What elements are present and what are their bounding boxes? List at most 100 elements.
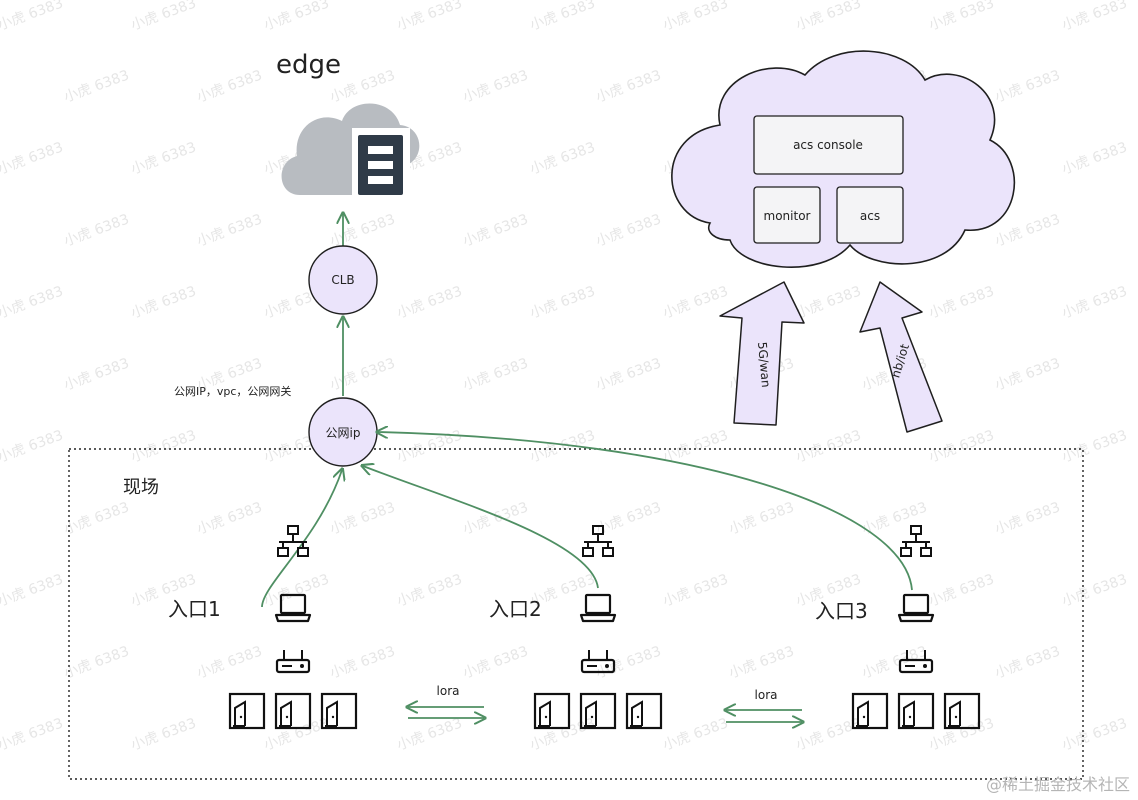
acs-box (836, 186, 904, 244)
watermark-text: 小虎 6383 (528, 0, 597, 34)
watermark-text: 小虎 6383 (794, 283, 863, 321)
acs-console-label: acs console (793, 138, 863, 152)
watermark-text: 小虎 6383 (661, 0, 730, 34)
watermark-text: 小虎 6383 (62, 67, 131, 105)
watermark-text: 小虎 6383 (62, 355, 131, 393)
entrance-1: 入口1 (168, 525, 358, 730)
entrance3-to-ip-arrow (378, 432, 913, 591)
watermark-text: 小虎 6383 (0, 139, 65, 177)
watermark-text: 小虎 6383 (0, 283, 65, 321)
lora-link-1: lora (408, 684, 484, 718)
monitor-label: monitor (764, 209, 811, 223)
entrance-3-label: 入口3 (815, 599, 868, 623)
watermark-text: 小虎 6383 (62, 643, 131, 681)
site-boundary (68, 448, 1084, 780)
watermark-text: 小虎 6383 (395, 283, 464, 321)
wan-label: 5G/wan (755, 341, 773, 388)
watermark-text: 小虎 6383 (328, 211, 397, 249)
watermark-text: 小虎 6383 (395, 715, 464, 753)
device-icon (625, 692, 663, 730)
watermark-text: 小虎 6383 (594, 499, 663, 537)
clb-node (308, 245, 378, 315)
watermark-text: 小虎 6383 (0, 715, 65, 753)
public-ip-label: 公网ip (326, 426, 361, 440)
watermark-text: 小虎 6383 (993, 211, 1062, 249)
watermark-text: 小虎 6383 (129, 0, 198, 34)
public-ip-note: 公网IP，vpc，公网网关 (174, 384, 291, 398)
watermark-text: 小虎 6383 (328, 499, 397, 537)
watermark-text: 小虎 6383 (1060, 571, 1129, 609)
watermark-text: 小虎 6383 (727, 643, 796, 681)
site-label: 现场 (123, 477, 159, 498)
watermark-text: 小虎 6383 (62, 499, 131, 537)
watermark-text: 小虎 6383 (993, 355, 1062, 393)
watermark-text: 小虎 6383 (661, 715, 730, 753)
watermark-text: 小虎 6383 (661, 427, 730, 465)
laptop-icon (897, 593, 935, 623)
clb-label: CLB (331, 273, 354, 287)
device-icon (851, 692, 889, 730)
watermark-text: 小虎 6383 (993, 67, 1062, 105)
acs-label: acs (860, 209, 880, 223)
watermark-text: 小虎 6383 (262, 571, 331, 609)
watermark-text: 小虎 6383 (594, 67, 663, 105)
watermark-text: 小虎 6383 (461, 643, 530, 681)
watermark-text: 小虎 6383 (129, 139, 198, 177)
entrance2-to-ip-arrow (363, 466, 599, 589)
watermark-text: 小虎 6383 (594, 211, 663, 249)
watermark-text: 小虎 6383 (0, 427, 65, 465)
watermark-text: 小虎 6383 (461, 355, 530, 393)
watermark-text: 小虎 6383 (1060, 0, 1129, 34)
watermark-text: 小虎 6383 (927, 0, 996, 34)
watermark-text: 小虎 6383 (1060, 283, 1129, 321)
watermark-text: 小虎 6383 (860, 643, 929, 681)
watermark-text: 小虎 6383 (0, 571, 65, 609)
lora-link-2: lora (726, 688, 802, 722)
monitor-box (753, 186, 821, 244)
watermark-text: 小虎 6383 (129, 283, 198, 321)
watermark-text: 小虎 6383 (594, 643, 663, 681)
nbiot-uplink-arrow: nb/iot (859, 281, 943, 433)
watermark-text: 小虎 6383 (927, 427, 996, 465)
device-icon (228, 692, 266, 730)
watermark-text: 小虎 6383 (129, 427, 198, 465)
watermark-text: 小虎 6383 (0, 0, 65, 34)
watermark-text: 小虎 6383 (195, 211, 264, 249)
watermark-text: 小虎 6383 (528, 427, 597, 465)
watermark-text: 小虎 6383 (461, 67, 530, 105)
watermark-text: 小虎 6383 (528, 139, 597, 177)
network-icon (900, 525, 932, 557)
watermark-text: 小虎 6383 (594, 355, 663, 393)
watermark-text: 小虎 6383 (461, 211, 530, 249)
router-icon (275, 648, 311, 674)
lora-label-1: lora (437, 684, 460, 698)
watermark-text: 小虎 6383 (195, 499, 264, 537)
watermark-text: 小虎 6383 (528, 283, 597, 321)
watermark-text: 小虎 6383 (328, 355, 397, 393)
watermark-text: 小虎 6383 (927, 715, 996, 753)
watermark-text: 小虎 6383 (328, 643, 397, 681)
watermark-text: 小虎 6383 (794, 427, 863, 465)
watermark-text: 小虎 6383 (1060, 139, 1129, 177)
lora-label-2: lora (755, 688, 778, 702)
corner-watermark: @稀土掘金技术社区 (986, 775, 1130, 794)
laptop-icon (579, 593, 617, 623)
device-icon (533, 692, 571, 730)
watermark-text: 小虎 6383 (195, 67, 264, 105)
device-icon (897, 692, 935, 730)
device-icon (320, 692, 358, 730)
entrance-3: 入口3 (815, 525, 981, 730)
watermark-text: 小虎 6383 (727, 499, 796, 537)
network-icon (277, 525, 309, 557)
wan-uplink-arrow: 5G/wan (719, 281, 805, 426)
entrance-2-label: 入口2 (489, 597, 542, 621)
watermark-text: 小虎 6383 (129, 715, 198, 753)
watermark-text: 小虎 6383 (62, 211, 131, 249)
edge-title: edge (276, 50, 341, 80)
watermark-text: 小虎 6383 (927, 283, 996, 321)
watermark-text: 小虎 6383 (794, 0, 863, 34)
device-icon (579, 692, 617, 730)
watermark-text: 小虎 6383 (993, 643, 1062, 681)
entrance1-to-ip-arrow (261, 470, 342, 608)
